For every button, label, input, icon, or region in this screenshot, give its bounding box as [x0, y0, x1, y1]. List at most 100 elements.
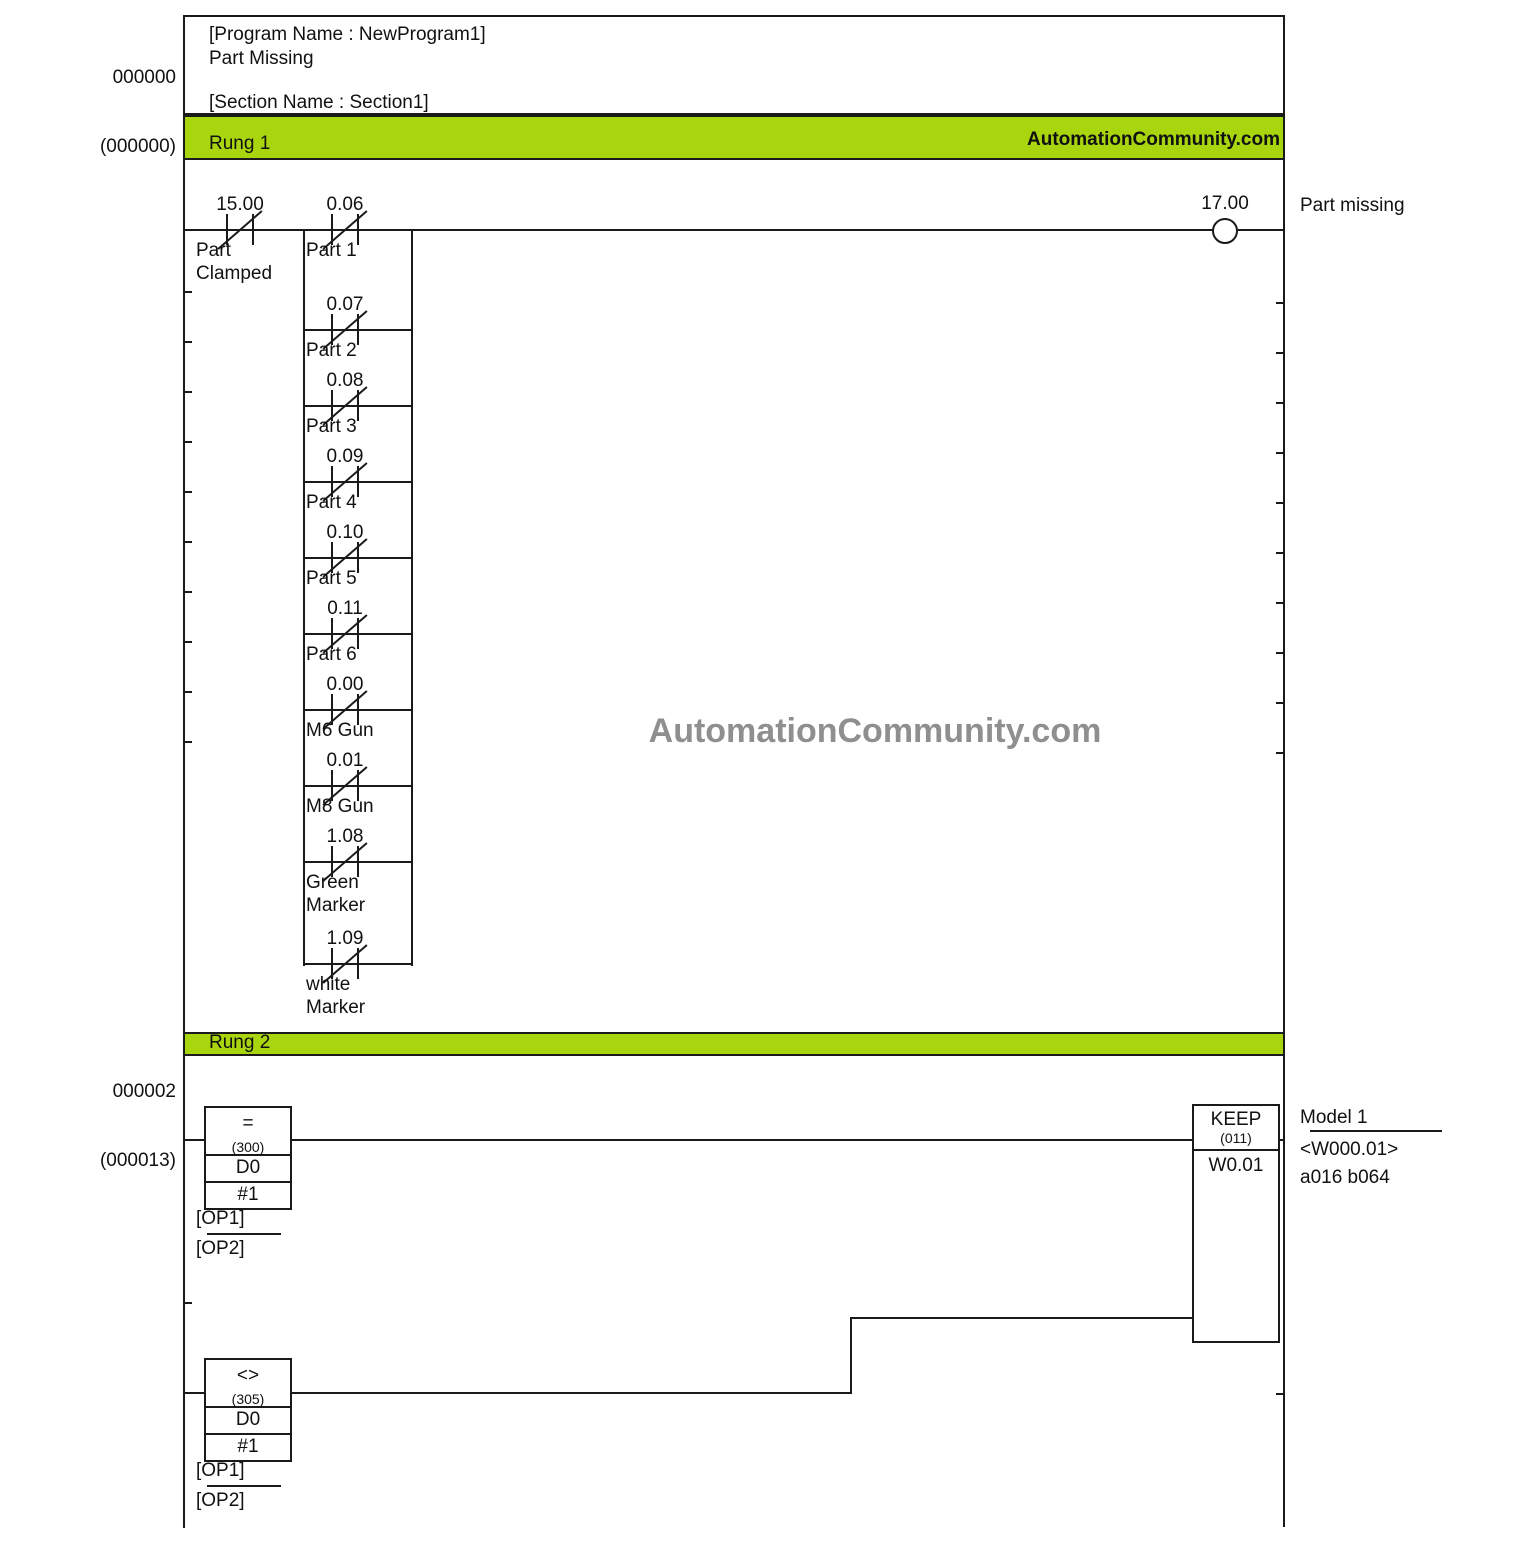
keep-comment-underline: [1310, 1130, 1442, 1132]
compare-block[interactable]: <>(305)D0#1: [204, 1358, 292, 1462]
right-rail-tick: [1276, 302, 1285, 304]
right-power-rail-rung2: [1283, 1056, 1285, 1527]
rung1-step-number: 000000: [112, 67, 176, 88]
contact-address: 0.06: [326, 194, 364, 215]
left-rail-tick: [183, 641, 192, 643]
contact-leg-right: [357, 618, 359, 649]
contact-leg-left: [331, 542, 333, 573]
nc-contact[interactable]: [315, 766, 375, 806]
rung1-line-to-right-rail: [1237, 229, 1285, 231]
contact-comment: Part 5: [306, 568, 357, 589]
nc-contact[interactable]: [315, 614, 375, 654]
right-rail-tick: [1276, 502, 1285, 504]
right-rail-tick: [1276, 702, 1285, 704]
right-rail-tick: [1276, 552, 1285, 554]
left-power-rail-rung1: [183, 160, 185, 1032]
section-name-line: [Section Name : Section1]: [209, 92, 429, 113]
rung1-step-paren: (000000): [99, 136, 176, 157]
left-rail-tick: [183, 691, 192, 693]
rung2-title: Rung 2: [209, 1032, 271, 1053]
contact-address: 1.08: [326, 826, 364, 847]
contact-leg-right: [357, 390, 359, 421]
contact-comment: Part 1: [306, 240, 357, 261]
left-rail-tick: [183, 541, 192, 543]
nc-contact[interactable]: [315, 462, 375, 502]
nc-contact[interactable]: [315, 386, 375, 426]
rung1-brand-text: AutomationCommunity.com: [1027, 129, 1280, 150]
contact-leg-left: [331, 390, 333, 421]
keep-comment-title: Model 1: [1300, 1107, 1368, 1128]
contact-comment: Part Clamped: [196, 240, 273, 284]
nc-contact[interactable]: [315, 538, 375, 578]
program-header-box: [Program Name : NewProgram1] Part Missin…: [183, 15, 1285, 115]
contact-comment: M8 Gun: [306, 796, 374, 817]
compare-op-underline: [207, 1485, 281, 1487]
keep-comment-address: <W000.01>: [1300, 1139, 1399, 1160]
left-rail-tick: [183, 291, 192, 293]
nc-contact[interactable]: [315, 944, 375, 984]
program-comment: Part Missing: [209, 48, 314, 69]
rung1-title: Rung 1: [209, 133, 271, 154]
rung1-header-bar[interactable]: Rung 1 AutomationCommunity.com: [183, 115, 1285, 160]
keep-block-divider: [1194, 1149, 1278, 1151]
right-rail-tick: [1276, 352, 1285, 354]
contact-address: 0.09: [326, 446, 364, 467]
compare-operand-1: D0: [206, 1406, 290, 1433]
left-rail-tick: [183, 441, 192, 443]
contact-leg-left: [331, 694, 333, 725]
compare-op1-label: [OP1]: [196, 1208, 245, 1229]
left-rail-tick: [183, 341, 192, 343]
rung2-reset-line-top: [850, 1317, 1192, 1319]
keep-block-name: KEEP: [1210, 1109, 1262, 1130]
contact-leg-right: [357, 770, 359, 801]
compare-operand-2: #1: [206, 1181, 290, 1208]
nc-contact[interactable]: [315, 310, 375, 350]
nc-contact[interactable]: [210, 210, 270, 250]
contact-comment: Part 3: [306, 416, 357, 437]
compare-block[interactable]: =(300)D0#1: [204, 1106, 292, 1210]
branch-right-rail: [411, 229, 413, 966]
contact-leg-left: [331, 770, 333, 801]
keep-block-code: (011): [1220, 1130, 1252, 1146]
right-power-rail-rung1: [1283, 160, 1285, 1032]
output-coil[interactable]: [1212, 218, 1238, 244]
rung1-main-line: [183, 229, 1213, 231]
nc-contact[interactable]: [315, 690, 375, 730]
contact-leg-right: [357, 846, 359, 877]
rung2-step-label: 000002 (000013): [60, 1034, 176, 1218]
contact-leg-left: [331, 948, 333, 979]
contact-comment: Part 2: [306, 340, 357, 361]
contact-comment: Green Marker: [306, 872, 366, 916]
contact-address: 0.07: [326, 294, 364, 315]
left-rail-tick: [183, 741, 192, 743]
right-rail-tick: [1276, 602, 1285, 604]
right-rail-tick: [1276, 402, 1285, 404]
right-rail-tick: [1276, 652, 1285, 654]
branch-left-rail: [303, 229, 305, 966]
contact-address: 0.10: [326, 522, 364, 543]
compare-symbol: <>: [236, 1365, 260, 1386]
contact-leg-right: [357, 314, 359, 345]
compare-op2-label: [OP2]: [196, 1238, 245, 1259]
contact-address: 0.01: [326, 750, 364, 771]
nc-contact[interactable]: [315, 210, 375, 250]
compare-symbol: =: [242, 1113, 254, 1134]
compare-op1-label: [OP1]: [196, 1460, 245, 1481]
left-rail-tick: [183, 391, 192, 393]
contact-address: 0.08: [326, 370, 364, 391]
contact-address: 1.09: [326, 928, 364, 949]
keep-block-operand: W0.01: [1208, 1155, 1264, 1176]
right-rail-tick: [1276, 452, 1285, 454]
contact-comment: white Marker: [306, 974, 366, 1018]
nc-contact[interactable]: [315, 842, 375, 882]
left-rail-tick: [183, 1302, 192, 1304]
contact-comment: M6 Gun: [306, 720, 374, 741]
keep-block[interactable]: KEEP (011) W0.01: [1192, 1104, 1280, 1343]
contact-address: 0.11: [327, 598, 363, 619]
compare-code: (305): [231, 1391, 265, 1407]
coil-comment: Part missing: [1300, 195, 1405, 216]
rung2-header-bar[interactable]: Rung 2: [183, 1032, 1285, 1056]
compare-op-underline: [207, 1233, 281, 1235]
contact-leg-right: [357, 694, 359, 725]
contact-leg-right: [357, 466, 359, 497]
